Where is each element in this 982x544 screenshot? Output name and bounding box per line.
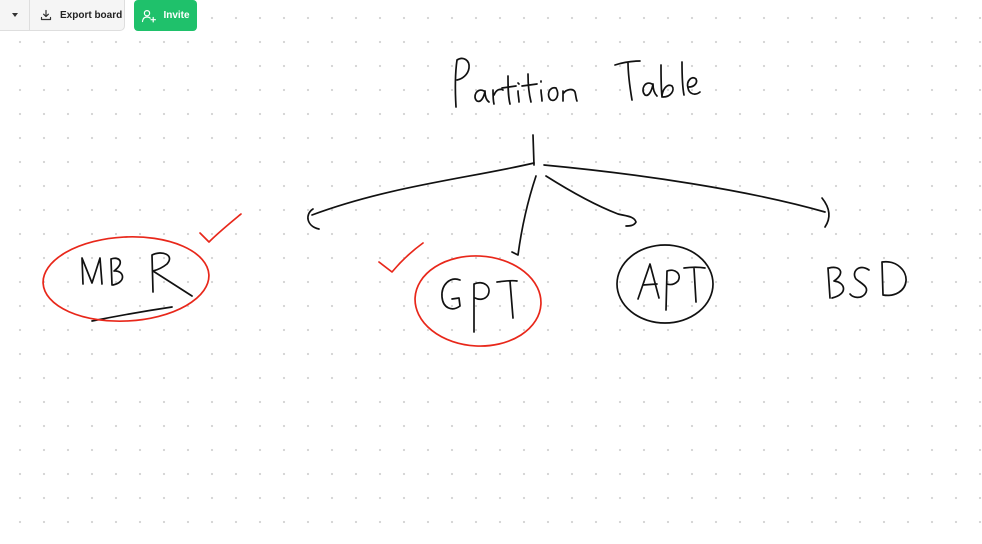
node-gpt (378, 242, 542, 347)
node-bsd (827, 260, 907, 299)
export-board-button[interactable]: Export board (30, 0, 122, 31)
tree-connectors (307, 134, 830, 256)
add-user-icon (142, 9, 157, 22)
export-board-label: Export board (60, 9, 123, 21)
download-icon (40, 9, 52, 21)
handwritten-title (454, 57, 701, 108)
invite-button[interactable]: Invite (134, 0, 197, 31)
invite-label: Invite (163, 10, 190, 21)
board-menu-toggle[interactable] (0, 0, 30, 31)
board-toolbar: Export board (0, 0, 125, 31)
node-mbr (42, 213, 242, 323)
node-apt (616, 244, 714, 324)
chevron-down-icon (11, 13, 18, 17)
